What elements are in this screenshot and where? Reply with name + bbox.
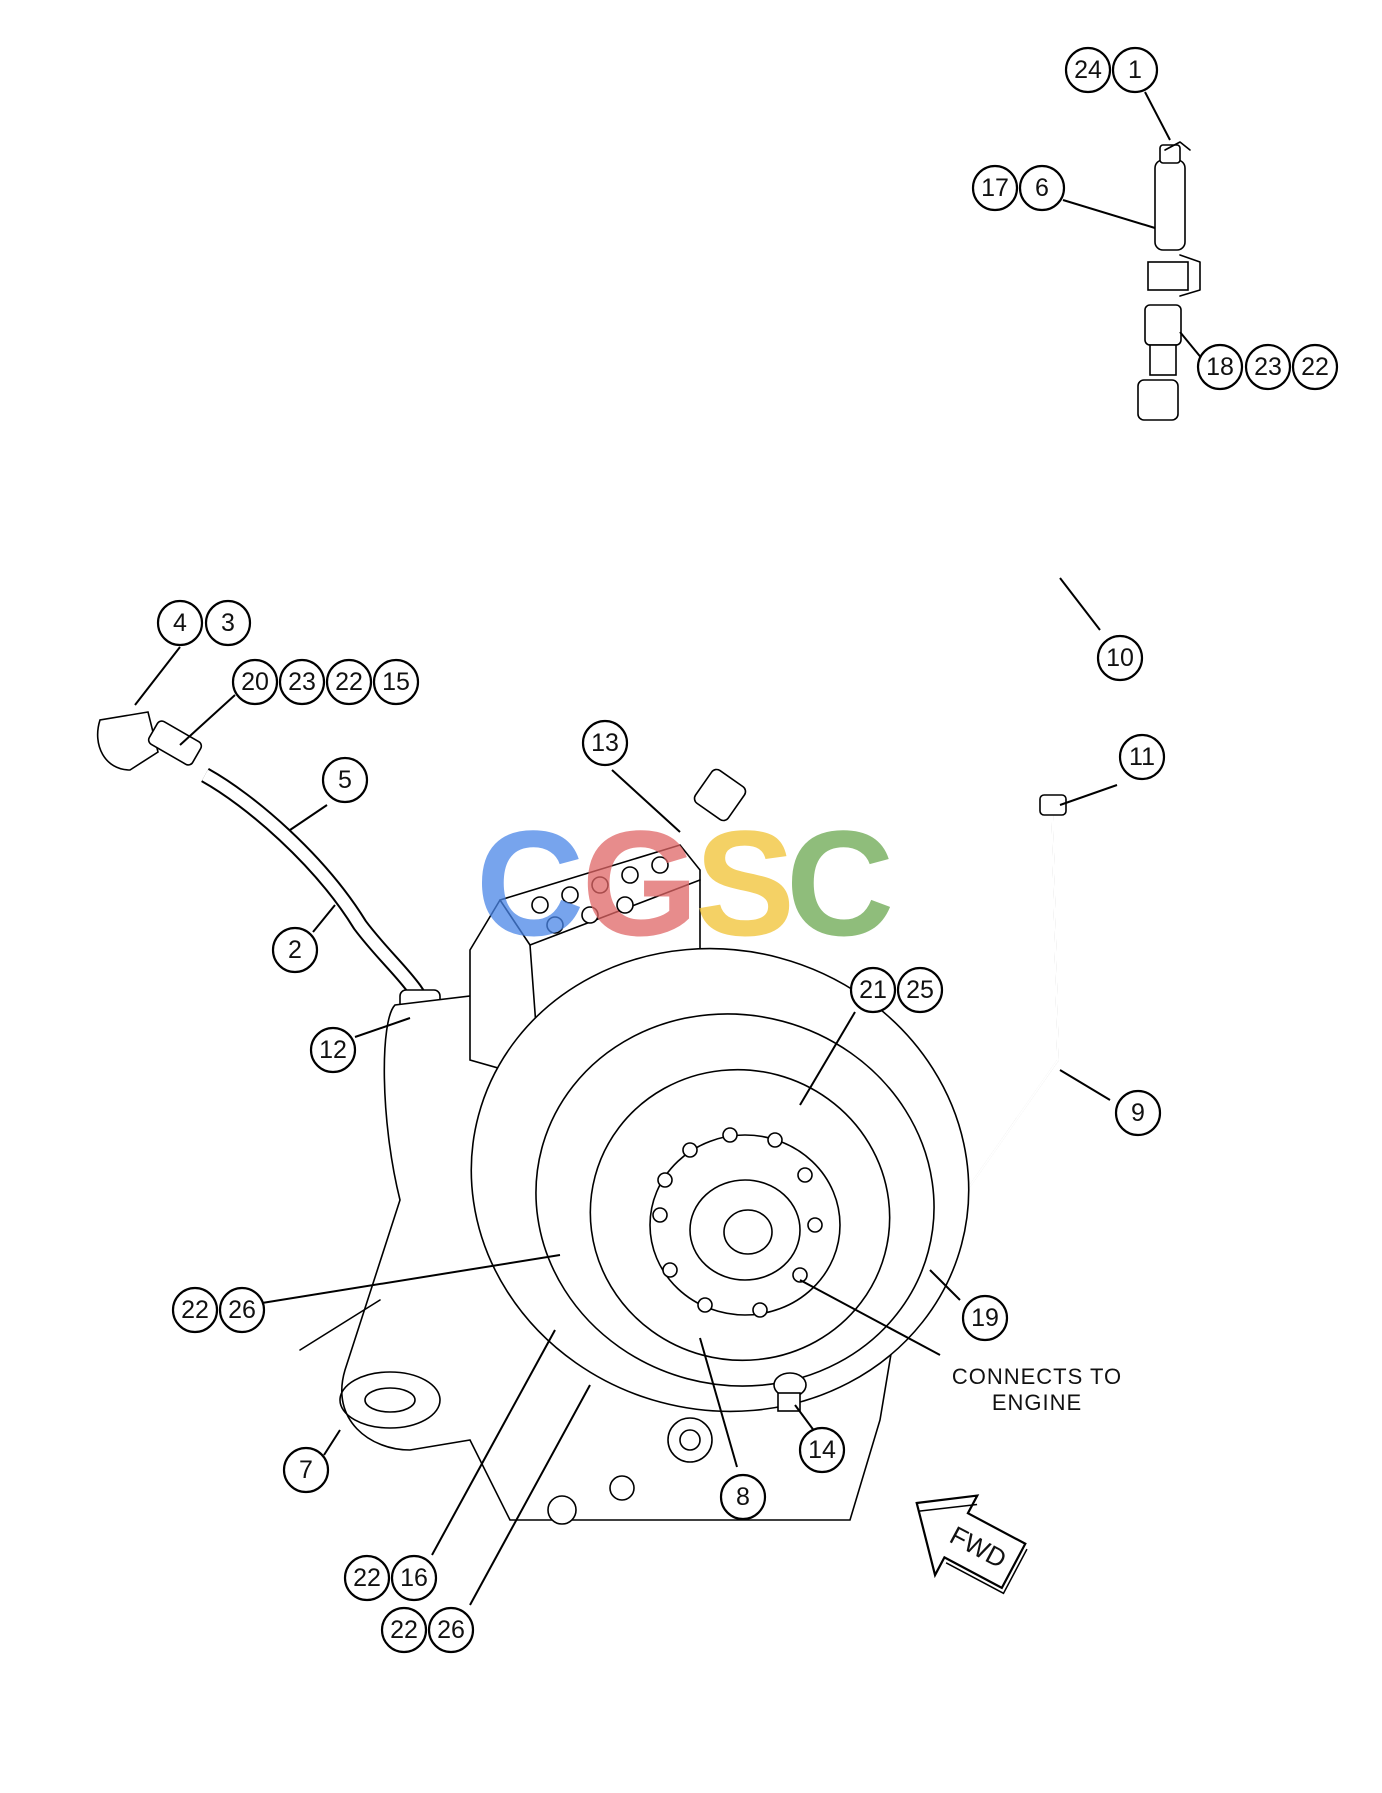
fitting-top-assembly	[1144, 141, 1201, 376]
callout-21[interactable]: 21	[849, 966, 897, 1014]
engine-note-line-2: ENGINE	[992, 1390, 1082, 1415]
svg-text:11: 11	[1129, 743, 1155, 771]
callout-22-bottom[interactable]: 22	[380, 1606, 428, 1654]
svg-text:12: 12	[319, 1036, 347, 1064]
callout-4[interactable]: 4	[156, 599, 204, 647]
hose-10	[693, 379, 1179, 822]
callout-7[interactable]: 7	[282, 1446, 330, 1494]
watermark-letter-3: S	[695, 799, 795, 967]
svg-text:23: 23	[288, 668, 316, 696]
svg-text:2: 2	[288, 936, 302, 964]
callout-18[interactable]: 18	[1196, 343, 1244, 391]
svg-text:8: 8	[736, 1483, 750, 1511]
svg-text:26: 26	[437, 1616, 465, 1644]
callout-3[interactable]: 3	[204, 599, 252, 647]
callout-26-bottom[interactable]: 26	[427, 1606, 475, 1654]
callout-20[interactable]: 20	[231, 658, 279, 706]
callout-8[interactable]: 8	[719, 1473, 767, 1521]
callout-25[interactable]: 25	[896, 966, 944, 1014]
svg-text:25: 25	[906, 976, 934, 1004]
sensor-14	[773, 1372, 807, 1412]
svg-text:23: 23	[1254, 353, 1282, 381]
callout-16[interactable]: 16	[390, 1554, 438, 1602]
svg-text:6: 6	[1035, 174, 1049, 202]
svg-text:13: 13	[591, 729, 619, 757]
svg-text:22: 22	[1301, 353, 1329, 381]
watermark-letter-1: C	[476, 799, 584, 967]
watermark-letter-2: G	[582, 799, 699, 967]
svg-text:1: 1	[1128, 56, 1142, 84]
svg-text:19: 19	[971, 1304, 999, 1332]
engine-note: CONNECTS TO ENGINE	[952, 1364, 1122, 1415]
callout-22-low[interactable]: 22	[343, 1554, 391, 1602]
svg-text:20: 20	[241, 668, 269, 696]
svg-text:17: 17	[981, 174, 1009, 202]
callout-14[interactable]: 14	[798, 1426, 846, 1474]
svg-text:15: 15	[382, 668, 410, 696]
svg-text:14: 14	[808, 1436, 836, 1464]
svg-text:22: 22	[181, 1296, 209, 1324]
callout-22-mid[interactable]: 22	[171, 1286, 219, 1334]
callout-12[interactable]: 12	[309, 1026, 357, 1074]
svg-text:7: 7	[299, 1456, 313, 1484]
svg-text:26: 26	[228, 1296, 256, 1324]
callout-22-top[interactable]: 22	[1291, 343, 1339, 391]
callout-19[interactable]: 19	[961, 1294, 1009, 1342]
callouts: 24 1 17 6 18 23 22 10 4 3 20 23 22 15 5 …	[156, 46, 1339, 1654]
callout-22-left[interactable]: 22	[325, 658, 373, 706]
callout-24[interactable]: 24	[1064, 46, 1112, 94]
svg-text:16: 16	[400, 1564, 428, 1592]
svg-text:4: 4	[173, 609, 187, 637]
callout-1[interactable]: 1	[1111, 46, 1159, 94]
hose-5	[96, 711, 443, 1051]
svg-text:10: 10	[1106, 644, 1134, 672]
watermark: C G S C	[476, 799, 894, 967]
callout-11[interactable]: 11	[1118, 733, 1166, 781]
engine-note-line-1: CONNECTS TO	[952, 1364, 1122, 1389]
callout-10[interactable]: 10	[1096, 634, 1144, 682]
svg-text:3: 3	[221, 609, 235, 637]
callout-6[interactable]: 6	[1018, 164, 1066, 212]
svg-text:5: 5	[338, 766, 352, 794]
svg-text:22: 22	[390, 1616, 418, 1644]
callout-17[interactable]: 17	[971, 164, 1019, 212]
callout-13[interactable]: 13	[581, 719, 629, 767]
svg-text:9: 9	[1131, 1099, 1145, 1127]
svg-text:24: 24	[1074, 56, 1102, 84]
flywheel-housing-8	[470, 947, 970, 1413]
callout-2[interactable]: 2	[271, 926, 319, 974]
callout-9[interactable]: 9	[1114, 1089, 1162, 1137]
fwd-arrow: FWD	[915, 1494, 1028, 1595]
svg-text:22: 22	[353, 1564, 381, 1592]
svg-text:22: 22	[335, 668, 363, 696]
callout-23-top[interactable]: 23	[1244, 343, 1292, 391]
callout-5[interactable]: 5	[321, 756, 369, 804]
svg-text:21: 21	[859, 976, 887, 1004]
leader-lines	[134, 91, 1204, 1606]
watermark-letter-4: C	[786, 799, 894, 967]
callout-15[interactable]: 15	[372, 658, 420, 706]
callout-26-mid[interactable]: 26	[218, 1286, 266, 1334]
svg-text:18: 18	[1206, 353, 1234, 381]
callout-23-left[interactable]: 23	[278, 658, 326, 706]
